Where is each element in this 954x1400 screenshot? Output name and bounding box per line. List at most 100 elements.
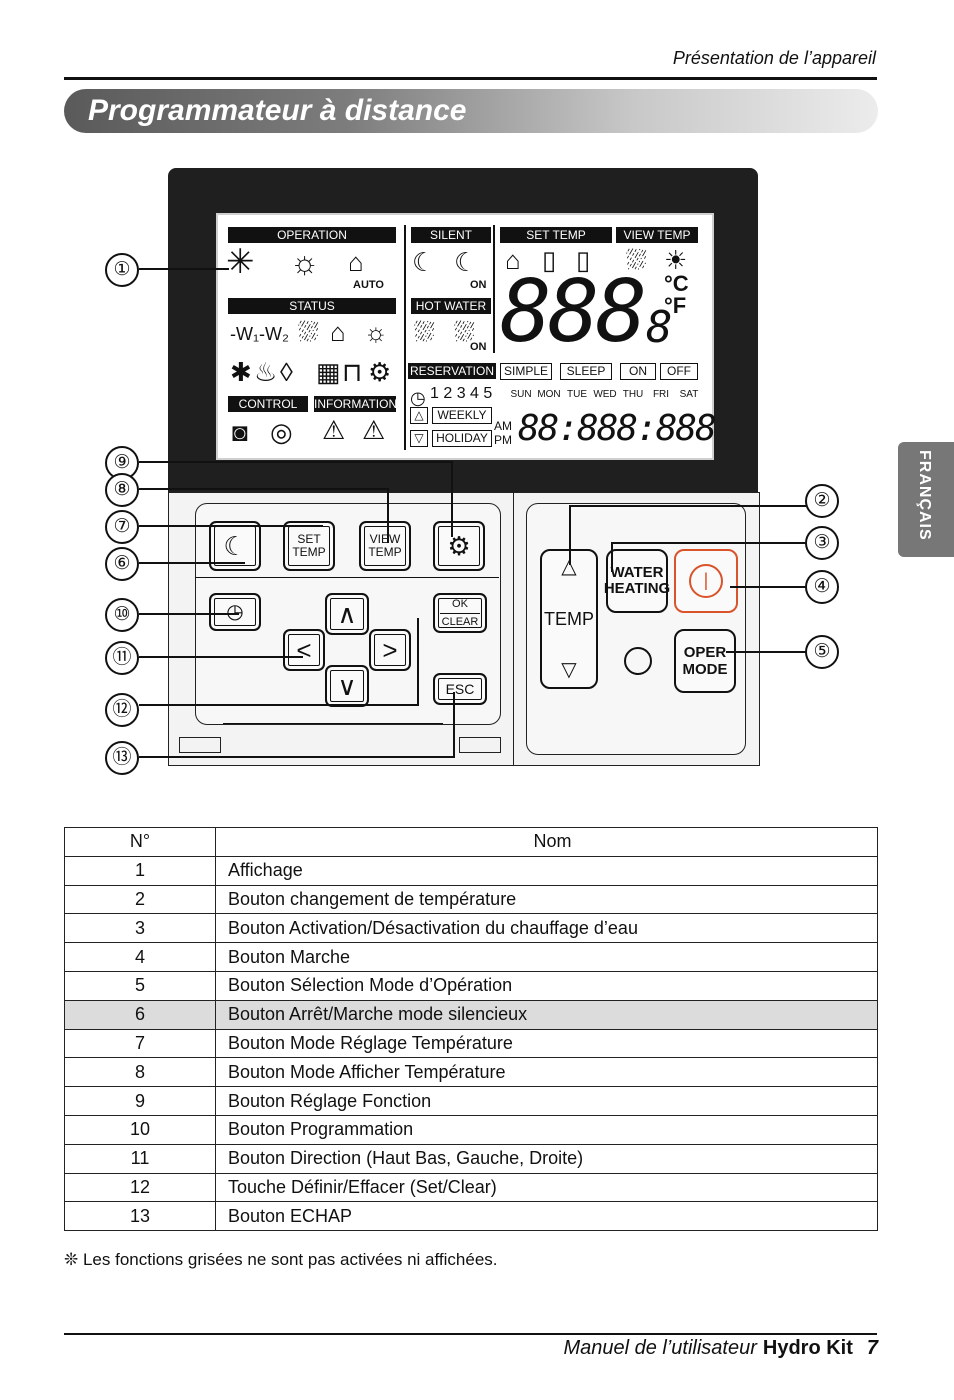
error-icon: ⚠ (362, 415, 386, 445)
lcd-weekly-label: WEEKLY (432, 407, 492, 424)
view-temp-button[interactable]: VIEW TEMP (359, 521, 411, 571)
temp-button[interactable]: △ TEMP ▽ (540, 549, 598, 689)
callout-11-leader (139, 656, 303, 658)
indicator-led (624, 647, 652, 675)
lcd-day: SAT (679, 389, 699, 400)
row-name: Touche Définir/Effacer (Set/Clear) (215, 1172, 878, 1203)
row-name: Bouton changement de température (215, 884, 878, 915)
callout-12: ⑫ (105, 693, 139, 727)
callout-6: ⑥ (105, 547, 139, 581)
callout-3: ③ (805, 526, 839, 560)
moon-sleep-on-icon: ☾ (454, 247, 478, 277)
water-heating-button[interactable]: WATER HEATING (604, 549, 670, 613)
house-temp-icon: ⌂ (505, 245, 521, 275)
lcd-silent-label: SILENT (411, 227, 491, 243)
language-label: FRANÇAIS (916, 450, 933, 541)
remote-control-icon: ◎ (270, 417, 293, 447)
row-name: Bouton Activation/Désactivation du chauf… (215, 913, 878, 944)
right-button-area: △ TEMP ▽ WATER HEATING | OPER MODE (513, 492, 760, 766)
callout-12-leader (139, 704, 419, 706)
clock-icon: ◷ (410, 388, 426, 408)
display-bezel: OPERATION SILENT SET TEMP VIEW TEMP ✳ ☼ … (168, 168, 758, 492)
program-button[interactable]: ◷ (209, 593, 261, 631)
oper-mode-button[interactable]: OPER MODE (674, 629, 736, 693)
row-number: 3 (64, 913, 216, 944)
sun-play-icon: ☼ (364, 317, 388, 347)
ok-clear-button[interactable]: OK CLEAR (433, 593, 487, 633)
esc-button[interactable]: ESC (433, 673, 487, 705)
callout-8-leader (139, 488, 389, 490)
triangle-up-icon: △ (561, 556, 577, 578)
row-name: Bouton ECHAP (215, 1201, 878, 1232)
lcd-status-label: STATUS (228, 298, 396, 314)
row-name: Bouton Réglage Fonction (215, 1086, 878, 1116)
callout-11: ⑪ (105, 641, 139, 675)
row-name: Bouton Mode Afficher Température (215, 1057, 878, 1088)
up-button[interactable]: ∧ (325, 593, 369, 635)
down-triangle-icon: ▽ (410, 430, 428, 447)
power-button[interactable]: | (674, 549, 738, 613)
callout-6-leader (139, 562, 245, 564)
callout-9-leader (451, 461, 453, 537)
row-number: 6 (64, 999, 216, 1030)
lcd-day: TUE (567, 389, 587, 400)
section-header: Présentation de l’appareil (672, 48, 876, 68)
callout-4-leader (730, 586, 806, 588)
row-name: Bouton Direction (Haut Bas, Gauche, Droi… (215, 1143, 878, 1174)
lcd-simple-label: SIMPLE (500, 363, 552, 380)
row-name: Affichage (215, 855, 878, 886)
sun-icon: ☼ (290, 244, 320, 280)
right-button[interactable]: > (369, 629, 411, 671)
lock-icon: ⊓ (342, 357, 363, 387)
tank-heat-icon: ♨ (254, 357, 278, 387)
panel-divider (195, 577, 499, 578)
function-setting-button[interactable]: ⚙ (433, 521, 485, 571)
footer-manual: Manuel de l’utilisateur (563, 1337, 757, 1359)
set-temp-button[interactable]: SET TEMP (283, 521, 335, 571)
defrost-icon: ✱ (230, 357, 252, 387)
row-number: 9 (64, 1086, 216, 1116)
callout-13-leader (139, 756, 455, 758)
callout-13-leader (453, 692, 455, 758)
shower-icon: ⛆ (414, 317, 435, 347)
tank-temp-icon: ▯ (542, 245, 557, 275)
table-header-row: N° Nom (64, 827, 878, 857)
callout-2-leader (569, 505, 571, 565)
lcd-day: FRI (652, 389, 670, 400)
power-icon: | (689, 564, 723, 598)
moon-sleep-icon: ☾ (412, 247, 436, 277)
lcd-display: OPERATION SILENT SET TEMP VIEW TEMP ✳ ☼ … (216, 213, 717, 460)
up-triangle-icon: △ (410, 407, 428, 424)
lcd-divider (404, 225, 406, 450)
lcd-set-temp-label: SET TEMP (500, 227, 612, 243)
callout-2-leader (570, 505, 806, 507)
language-tab: FRANÇAIS (898, 442, 954, 557)
row-number: 5 (64, 970, 216, 1001)
table-header: Nom (215, 827, 878, 857)
left-button-area: ☾ SET TEMP VIEW TEMP ⚙ ◷ ∧ < > ∨ OK CLEA… (168, 492, 515, 766)
lcd-day: MON (537, 389, 561, 400)
clock-icon: ◷ (226, 600, 244, 623)
lcd-day: THU (622, 389, 644, 400)
lcd-view-temp-label: VIEW TEMP (616, 227, 698, 243)
gear-icon: ⚙ (447, 531, 471, 561)
left-foot (179, 737, 221, 753)
down-button[interactable]: ∨ (325, 665, 369, 707)
callout-10: ⑩ (105, 598, 139, 632)
callout-4: ④ (805, 570, 839, 604)
lcd-silent-on-label: ON (470, 279, 487, 291)
title-bar: Programmateur à distance (64, 89, 878, 133)
left-button[interactable]: < (283, 629, 325, 671)
temp-label: TEMP (543, 608, 594, 629)
row-name: Bouton Arrêt/Marche mode silencieux (215, 999, 878, 1030)
footnote: ❊ Les fonctions grisées ne sont pas acti… (64, 1250, 498, 1269)
row-number: 10 (64, 1114, 216, 1145)
row-number: 11 (64, 1143, 216, 1174)
row-name: Bouton Mode Réglage Température (215, 1028, 878, 1059)
